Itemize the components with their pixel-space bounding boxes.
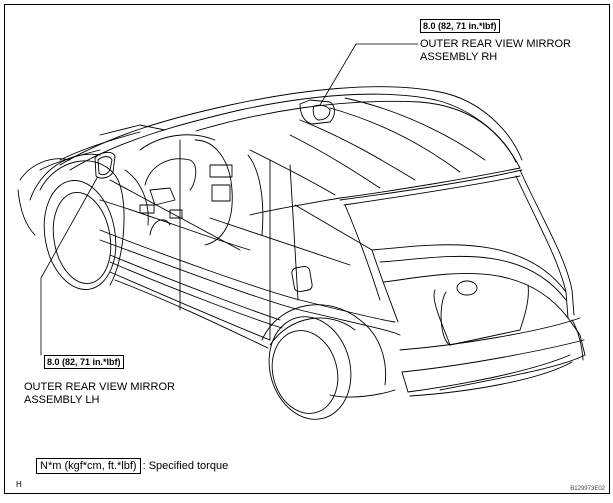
rear-wheel (261, 304, 396, 420)
figure-id: B129973E02 (570, 486, 605, 492)
lh-leader-line (40, 177, 98, 356)
legend-unit-box: N*m (kgf*cm, ft.*lbf) (36, 458, 141, 474)
rh-torque-spec: 8.0 (82, 71 in.*lbf) (420, 19, 500, 33)
rh-leader-line (319, 43, 419, 106)
lh-mirror-label-line2: ASSEMBLY LH (24, 394, 100, 406)
leader-lines (40, 43, 419, 356)
dashboard (109, 134, 264, 251)
lh-mirror-label-line1: OUTER REAR VIEW MIRROR (24, 381, 175, 393)
rh-mirror-shape (299, 99, 335, 125)
sheet-letter: H (16, 480, 22, 489)
lh-mirror-shape (94, 151, 116, 179)
legend-description: : Specified torque (142, 460, 229, 472)
front-wheel (17, 153, 125, 290)
lh-torque-spec: 8.0 (82, 71 in.*lbf) (44, 355, 124, 369)
diagram-frame (4, 4, 610, 494)
hood (39, 124, 166, 171)
roof-grooves (249, 97, 486, 196)
torque-legend: N*m (kgf*cm, ft.*lbf): Specified torque (36, 458, 228, 474)
rh-mirror-label-line2: ASSEMBLY RH (420, 51, 498, 63)
side-body (99, 139, 401, 349)
roof-outline (59, 86, 523, 216)
rear-hatch (371, 169, 586, 397)
rh-mirror-label-line1: OUTER REAR VIEW MIRROR (420, 38, 571, 50)
